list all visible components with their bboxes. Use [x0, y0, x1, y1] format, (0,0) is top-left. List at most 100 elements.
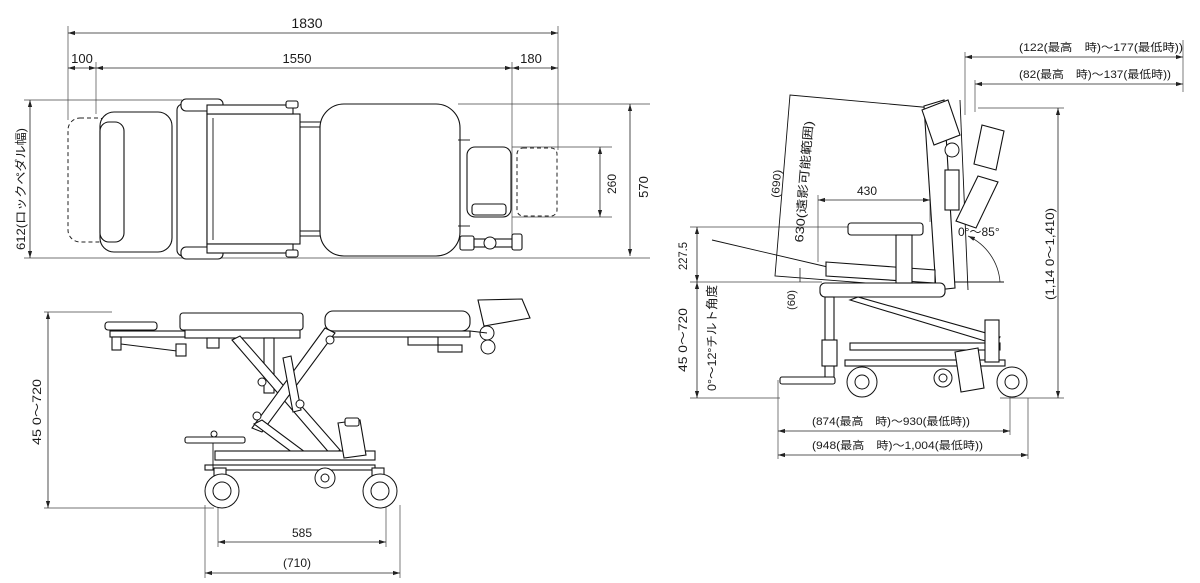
- pivot-point: [252, 411, 262, 421]
- body-length-label: 1550: [283, 51, 312, 66]
- base-length-label: (710): [283, 556, 311, 570]
- armrest-depth-label: 430: [857, 184, 877, 198]
- headrest-length-label: 180: [520, 51, 542, 66]
- front-caster-hub: [212, 481, 232, 501]
- base-lower-plate: [204, 464, 376, 471]
- seat-frame: [819, 282, 946, 298]
- center-caster-hub: [938, 373, 948, 383]
- lift-actuator: [282, 355, 302, 413]
- pivot-point: [295, 399, 305, 409]
- armrest-top: [206, 104, 294, 115]
- leg-latch: [821, 339, 838, 367]
- overall-height-label: (1,14 0～1,410): [1043, 208, 1057, 300]
- armrest: [847, 222, 924, 236]
- shoulder-pad-upper: [973, 124, 1005, 171]
- backrest: [923, 99, 956, 291]
- footrest-length-label: 100: [71, 51, 93, 66]
- top-view-extension-lines: [24, 26, 650, 259]
- side-flat-dimensions: 45 0～720 585 (710): [30, 312, 400, 576]
- armrest-knob-top: [285, 100, 299, 109]
- lock-pedal-plate: [184, 436, 246, 444]
- seat-cushion: [825, 261, 936, 284]
- depth-b-label: (948(最高 時)～1,004(最低時)): [812, 438, 983, 452]
- center-caster-hub: [320, 473, 330, 483]
- chair-top-outline: [67, 98, 558, 260]
- headrest-offset-b-label: (82(最高 時)～137(最低時)): [1019, 67, 1171, 81]
- leg-rest-bracket: [111, 336, 122, 351]
- overall-length-label: 1830: [291, 15, 322, 31]
- lift-motor: [954, 347, 985, 393]
- base-upper-plate: [849, 342, 1001, 351]
- side-flat-extension-lines: [44, 311, 401, 578]
- backrest-frame: [329, 330, 471, 338]
- leg-rest-pad: [99, 121, 125, 243]
- motor-cap: [344, 417, 360, 427]
- tilt-reference-line: [711, 239, 833, 269]
- headrest-knob: [944, 142, 960, 158]
- imaging-range-outline: [774, 94, 945, 287]
- armrest-knob-bottom: [285, 249, 299, 258]
- wheelbase-label: 585: [292, 526, 312, 540]
- headrest-adjuster-end: [511, 233, 523, 251]
- backrest-lever: [959, 99, 969, 291]
- footrest-plate: [104, 321, 158, 331]
- top-view-dimensions: 1830 100 1550 180 612(ロックペダル幅) 570 260: [13, 15, 651, 258]
- headrest-link: [469, 330, 488, 334]
- seat-height-label: 45 0～720: [30, 379, 44, 445]
- headrest-extended-outline: [516, 147, 558, 217]
- front-caster-hub: [854, 374, 870, 390]
- armrest-height-label: 227.5: [676, 242, 690, 270]
- lock-pedal-knob: [210, 430, 218, 438]
- backrest-bracket: [944, 169, 960, 211]
- leg-rest-frame: [109, 330, 186, 338]
- headrest-side: [477, 298, 531, 327]
- backrest-handle: [437, 344, 463, 353]
- side-view-upright: (690) 630(遠影可能範囲) (122(最高 時)～177(最低時)) (…: [676, 40, 1184, 459]
- shoulder-pad-lower: [955, 175, 999, 229]
- imaging-range-label: 630(遠影可能範囲): [791, 120, 816, 243]
- side-upright-dimensions: (122(最高 時)～177(最低時)) (82(最高 時)～137(最低時))…: [676, 40, 1183, 458]
- headrest-adjuster-bolt: [483, 236, 497, 250]
- front-leg: [824, 296, 835, 380]
- headrest-adjuster-knob: [459, 235, 475, 251]
- seat-cushion: [206, 113, 301, 245]
- base-upper-plate: [214, 450, 376, 461]
- base-lower-plate: [844, 359, 1006, 367]
- chair-side-upright: [779, 99, 1028, 398]
- overall-width-label: 570: [636, 176, 651, 198]
- headrest: [921, 99, 961, 146]
- backrest-bracket: [407, 336, 439, 346]
- tilt-angle-label: 0°～12°チルト角度: [704, 285, 719, 391]
- footrest-plate: [779, 376, 836, 385]
- seat-handle: [206, 337, 220, 349]
- headrest-knob: [480, 339, 496, 355]
- seat-height-label: 45 0～720: [676, 308, 690, 372]
- offset-60-label: (60): [786, 290, 798, 310]
- pedal-width-label: 612(ロックペダル幅): [13, 128, 28, 250]
- headrest-offset-a-label: (122(最高 時)～177(最低時)): [1019, 40, 1183, 54]
- range-690-label: (690): [770, 169, 784, 198]
- rear-caster-hub: [370, 481, 390, 501]
- linkage-arm: [848, 296, 1001, 345]
- seat-frame: [184, 329, 301, 339]
- recline-angle-label: 0°～85°: [958, 225, 1000, 239]
- pivot-point: [257, 377, 267, 387]
- side-view-flat: 45 0～720 585 (710): [30, 298, 531, 578]
- recline-angle-arc: [967, 235, 1001, 283]
- top-view: 1830 100 1550 180 612(ロックペダル幅) 570 260: [13, 15, 651, 260]
- headrest-base: [471, 203, 507, 216]
- backrest-section: [324, 310, 471, 332]
- rear-fork: [984, 319, 1000, 363]
- armrest-bottom: [206, 243, 294, 254]
- pivot-point: [325, 335, 335, 345]
- backrest: [319, 103, 461, 257]
- leg-latch: [175, 343, 187, 357]
- leg-rest-link: [120, 343, 186, 353]
- depth-a-label: (874(最高 時)～930(最低時)): [812, 414, 970, 428]
- seat-section: [179, 312, 304, 331]
- rear-caster-hub: [1004, 374, 1020, 390]
- seat-front-frame: [176, 103, 208, 257]
- headrest: [466, 146, 512, 218]
- chair-side-flat: [104, 298, 531, 509]
